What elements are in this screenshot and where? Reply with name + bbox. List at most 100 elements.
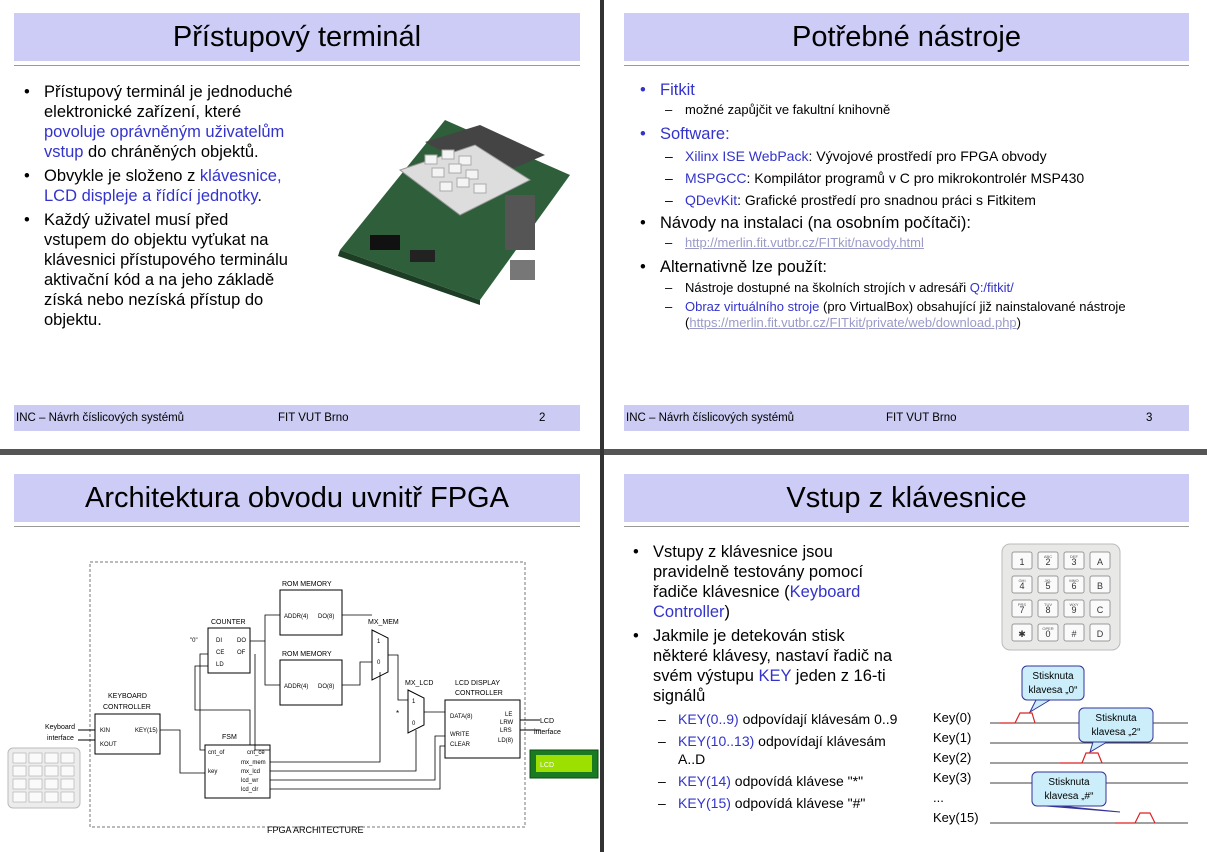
timing-diagram: Key(0)Key(1)Key(2)Key(3)...Key(15)Stiskn…: [933, 665, 1188, 825]
svg-text:ROM MEMORY: ROM MEMORY: [282, 581, 332, 588]
svg-text:6: 6: [1071, 581, 1076, 591]
title-rule: [624, 526, 1189, 527]
svg-text:MX_MEM: MX_MEM: [368, 619, 399, 626]
svg-text:DEF: DEF: [1070, 554, 1079, 559]
svg-text:interface: interface: [47, 735, 74, 742]
svg-text:LD(8): LD(8): [498, 738, 513, 744]
keypad-key: ✱: [1011, 623, 1033, 642]
svg-text:ADDR(4): ADDR(4): [284, 614, 308, 620]
bullet-list: Přístupový terminál je jednoduché elektr…: [24, 82, 294, 334]
pulse-key0: [1000, 712, 1036, 724]
svg-text:2: 2: [1045, 557, 1050, 567]
navody-link[interactable]: http://merlin.fit.vutbr.cz/FITkit/navody…: [685, 235, 924, 250]
bullet: Alternativně lze použít:: [640, 257, 1180, 277]
svg-text:LD: LD: [216, 662, 224, 668]
svg-text:Stisknuta: Stisknuta: [1095, 713, 1137, 724]
svg-text:ADDR(4): ADDR(4): [284, 684, 308, 690]
svg-text:LE: LE: [505, 712, 512, 718]
svg-text:0: 0: [377, 660, 381, 666]
svg-text:KEYBOARD: KEYBOARD: [108, 693, 147, 700]
sub-bullet: Xilinx ISE WebPack: Vývojové prostředí p…: [640, 147, 1180, 165]
svg-text:KEY(15): KEY(15): [135, 728, 158, 734]
keypad-key: A: [1089, 551, 1111, 570]
download-link[interactable]: https://merlin.fit.vutbr.cz/FITkit/priva…: [689, 315, 1017, 330]
page-number: 3: [1146, 412, 1153, 424]
sub-bullet: Obraz virtuálního stroje (pro VirtualBox…: [640, 299, 1180, 331]
svg-text:FPGA ARCHITECTURE: FPGA ARCHITECTURE: [267, 825, 364, 835]
svg-text:LCD: LCD: [540, 762, 554, 769]
slide-title: Přístupový terminál: [14, 13, 580, 61]
keypad-key: B: [1089, 575, 1111, 594]
svg-text:PRS: PRS: [1018, 602, 1027, 607]
svg-text:mx_lcd: mx_lcd: [241, 769, 260, 775]
svg-text:lcd_wr: lcd_wr: [241, 778, 258, 784]
svg-text:DI: DI: [216, 638, 222, 644]
vertical-divider: [600, 0, 604, 852]
bullet-list: Vstupy z klávesnice jsou pravidelně test…: [633, 542, 903, 816]
lcd-module-image: LCD: [529, 749, 599, 779]
svg-text:7: 7: [1019, 605, 1024, 615]
svg-text:LCD: LCD: [540, 718, 554, 725]
svg-text:Keyboard: Keyboard: [45, 724, 75, 731]
sub-bullet: KEY(0..9) odpovídají klávesám 0..9: [633, 710, 903, 728]
svg-text:DO: DO: [237, 638, 246, 644]
keypad-key: 1: [1011, 551, 1033, 570]
bullet: Obvykle je složeno z klávesnice, LCD dis…: [24, 166, 294, 206]
svg-text:3: 3: [1071, 557, 1076, 567]
svg-text:ABC: ABC: [1044, 554, 1052, 559]
svg-text:D: D: [1097, 629, 1104, 639]
svg-text:LRW: LRW: [500, 720, 514, 726]
title-rule: [14, 65, 580, 66]
svg-text:mx_mem: mx_mem: [241, 760, 266, 766]
svg-text:C: C: [1097, 605, 1104, 615]
signal-label: Key(15): [933, 810, 979, 825]
svg-text:interface: interface: [534, 729, 561, 736]
footer-left: INC – Návrh číslicových systémů: [626, 412, 795, 424]
footer: INC – Návrh číslicových systémů FIT VUT …: [14, 405, 580, 431]
svg-text:0: 0: [412, 721, 416, 727]
fitkit-board-image: [338, 120, 570, 305]
svg-text:1: 1: [412, 699, 416, 705]
slide-title: Potřebné nástroje: [624, 13, 1189, 61]
svg-text:DATA(8): DATA(8): [450, 714, 472, 720]
svg-text:key: key: [208, 769, 217, 775]
svg-text:A: A: [1097, 557, 1103, 567]
svg-text:TUV: TUV: [1044, 602, 1052, 607]
svg-text:KIN: KIN: [100, 728, 110, 734]
svg-text:CONTROLLER: CONTROLLER: [103, 704, 151, 711]
svg-text:COUNTER: COUNTER: [211, 619, 246, 626]
svg-text:DO(8): DO(8): [318, 684, 334, 690]
signal-label: Key(2): [933, 750, 971, 765]
svg-text:MNO: MNO: [1069, 578, 1078, 583]
signal-label: Key(3): [933, 770, 971, 785]
sub-bullet: QDevKit: Grafické prostředí pro snadnou …: [640, 191, 1180, 209]
slide-title: Vstup z klávesnice: [624, 474, 1189, 522]
svg-text:Stisknuta: Stisknuta: [1032, 671, 1074, 682]
signal-label: Key(0): [933, 710, 971, 725]
svg-text:OF: OF: [237, 650, 246, 656]
bullet: Jakmile je detekován stisk některé kláve…: [633, 626, 903, 706]
svg-text:CONTROLLER: CONTROLLER: [455, 690, 503, 697]
svg-text:8: 8: [1045, 605, 1050, 615]
sub-bullet: KEY(10..13) odpovídají klávesám A..D: [633, 732, 903, 768]
svg-text:CE: CE: [216, 650, 224, 656]
bullet: Vstupy z klávesnice jsou pravidelně test…: [633, 542, 903, 622]
svg-text:Stisknuta: Stisknuta: [1048, 777, 1090, 788]
svg-text:MX_LCD: MX_LCD: [405, 680, 433, 687]
bullet: Přístupový terminál je jednoduché elektr…: [24, 82, 294, 162]
svg-text:B: B: [1097, 581, 1103, 591]
svg-text:5: 5: [1045, 581, 1050, 591]
svg-text:klavesa „2“: klavesa „2“: [1092, 727, 1141, 738]
pulse-key2: [1060, 752, 1103, 764]
svg-text:lcd_clr: lcd_clr: [241, 787, 258, 793]
svg-text:FSM: FSM: [222, 734, 237, 741]
